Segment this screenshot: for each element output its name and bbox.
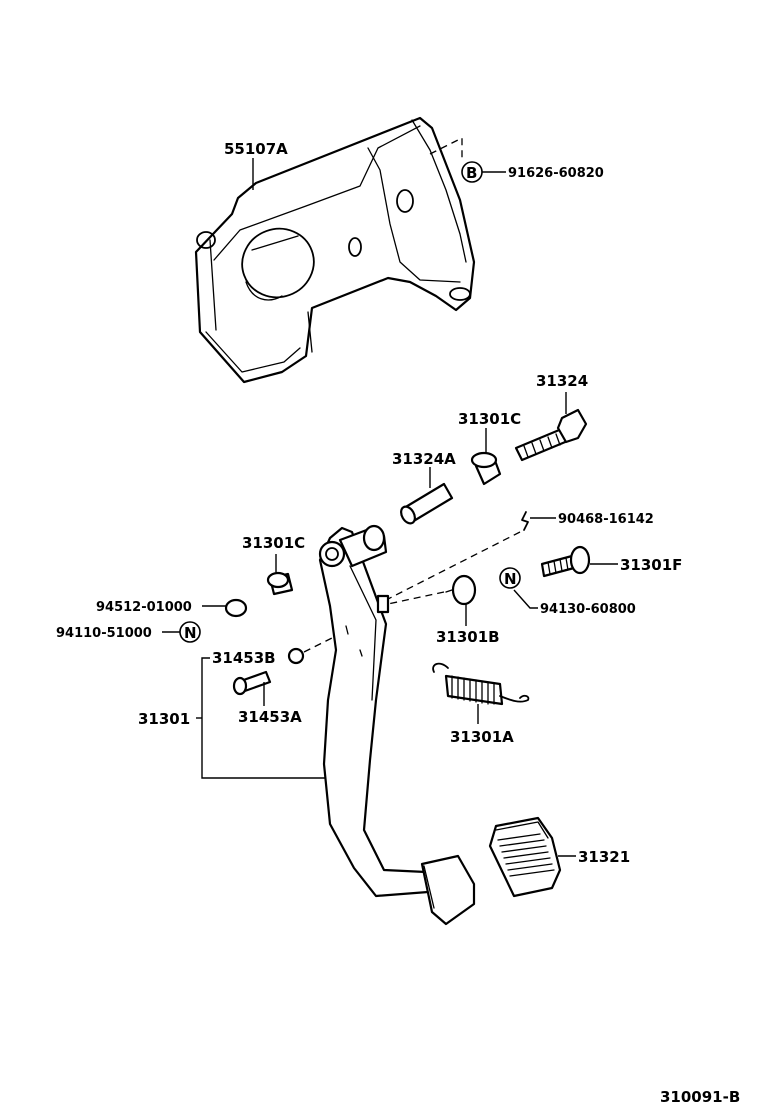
callout-nut-lower: 94110-51000: [56, 626, 152, 641]
badge-n-right-icon: [499, 567, 521, 589]
callout-bushing-lower: 31301C: [242, 534, 305, 552]
diagram-code: 310091-B: [660, 1088, 740, 1106]
brake-pedal-arm: [318, 524, 476, 926]
callout-stop-bolt: 31301F: [620, 556, 682, 574]
callout-pin-small: 31453B: [212, 649, 276, 667]
callout-pedal-sub: 31301: [138, 710, 190, 728]
leader-clip-dashed: [385, 531, 521, 601]
callout-spring: 31301A: [450, 728, 514, 746]
washer: [224, 598, 248, 618]
return-spring: [432, 662, 530, 706]
badge-n-lower-icon: [179, 621, 201, 643]
pedal-bracket: [194, 116, 476, 384]
clip: [521, 511, 529, 531]
callout-pin: 31453A: [238, 708, 302, 726]
callout-bolt-top: 91626-60820: [508, 166, 604, 181]
callout-washer: 94512-01000: [96, 600, 192, 615]
pedal-pad: [488, 816, 562, 898]
bushing-upper: [470, 451, 502, 486]
pin: [232, 670, 272, 696]
bushing-lower: [266, 571, 294, 596]
badge-b-letter: B: [466, 164, 477, 182]
cushion: [445, 574, 477, 606]
leader-nut-right: [513, 589, 538, 609]
callout-bushing-upper: 31301C: [458, 410, 521, 428]
pivot-bolt: [514, 408, 588, 462]
leader-cushion-dashed: [387, 591, 445, 605]
callout-pivot-bolt: 31324: [536, 372, 588, 390]
callout-bracket: 55107A: [224, 140, 288, 158]
callout-cushion: 31301B: [436, 628, 500, 646]
callout-clip: 90468-16142: [558, 512, 654, 527]
callout-collar: 31324A: [392, 450, 456, 468]
pin-small: [287, 647, 305, 665]
badge-n-right-letter: N: [504, 570, 517, 588]
stop-bolt: [540, 545, 591, 578]
callout-nut-right: 94130-60800: [540, 602, 636, 617]
leader-bolt-top-dashed: [429, 136, 463, 162]
collar: [400, 482, 454, 525]
callout-pad: 31321: [578, 848, 630, 866]
badge-n-lower-letter: N: [184, 624, 197, 642]
